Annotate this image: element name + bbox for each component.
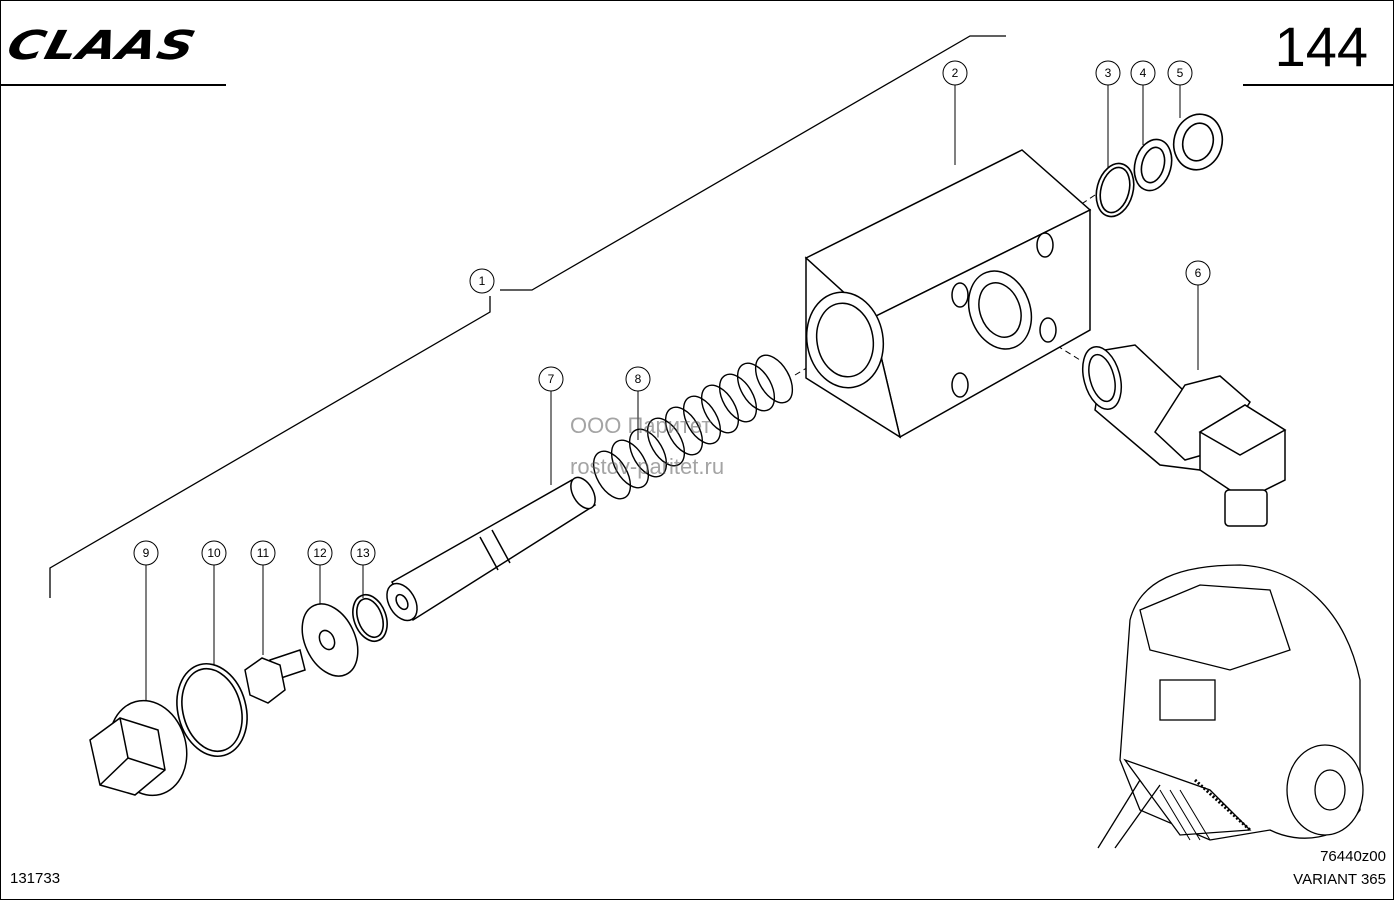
spring (592, 354, 794, 500)
watermark-company: ООО Паритет (570, 413, 712, 438)
page-number: 144 (1274, 15, 1368, 78)
hex-bolt (244, 649, 306, 704)
callout-1: 1 (469, 268, 495, 294)
valve-block (804, 149, 1092, 439)
svg-text:8: 8 (635, 372, 642, 386)
callout-6: 6 (1185, 260, 1211, 286)
callout-8: 8 (625, 366, 651, 392)
seal-rings-3-4-5 (1095, 113, 1224, 218)
svg-text:11: 11 (257, 546, 270, 560)
drawing-id: 131733 (10, 870, 61, 887)
callout-3: 3 (1095, 60, 1121, 86)
baler-thumbnail (1097, 564, 1364, 849)
svg-text:9: 9 (143, 546, 150, 560)
svg-text:1: 1 (479, 274, 486, 288)
callout-11: 11 (250, 540, 276, 566)
leader-lines (145, 85, 1199, 708)
pressure-switch (1081, 344, 1287, 527)
svg-text:4: 4 (1140, 66, 1147, 80)
svg-text:2: 2 (952, 66, 959, 80)
svg-text:7: 7 (548, 372, 555, 386)
hex-plug (89, 699, 188, 797)
bracket-line-top (500, 35, 1006, 291)
model-name: VARIANT 365 (1293, 871, 1386, 888)
sealing-ring (176, 662, 248, 758)
svg-text:13: 13 (356, 546, 370, 560)
callout-5: 5 (1167, 60, 1193, 86)
figure-code: 76440z00 (1320, 848, 1386, 865)
svg-text:10: 10 (207, 546, 221, 560)
callout-9: 9 (133, 540, 159, 566)
bracket-line-bottom (49, 296, 491, 598)
valve-spool (386, 476, 597, 622)
callout-13: 13 (350, 540, 376, 566)
svg-text:6: 6 (1195, 266, 1202, 280)
watermark-url: rostov-paritet.ru (570, 454, 725, 479)
flat-washer (301, 603, 359, 677)
svg-text:3: 3 (1105, 66, 1112, 80)
callout-4: 4 (1130, 60, 1156, 86)
callout-12: 12 (307, 540, 333, 566)
callout-7: 7 (538, 366, 564, 392)
callout-2: 2 (942, 60, 968, 86)
svg-text:12: 12 (313, 546, 327, 560)
callout-10: 10 (201, 540, 227, 566)
svg-text:5: 5 (1177, 66, 1184, 80)
o-ring (352, 593, 388, 643)
